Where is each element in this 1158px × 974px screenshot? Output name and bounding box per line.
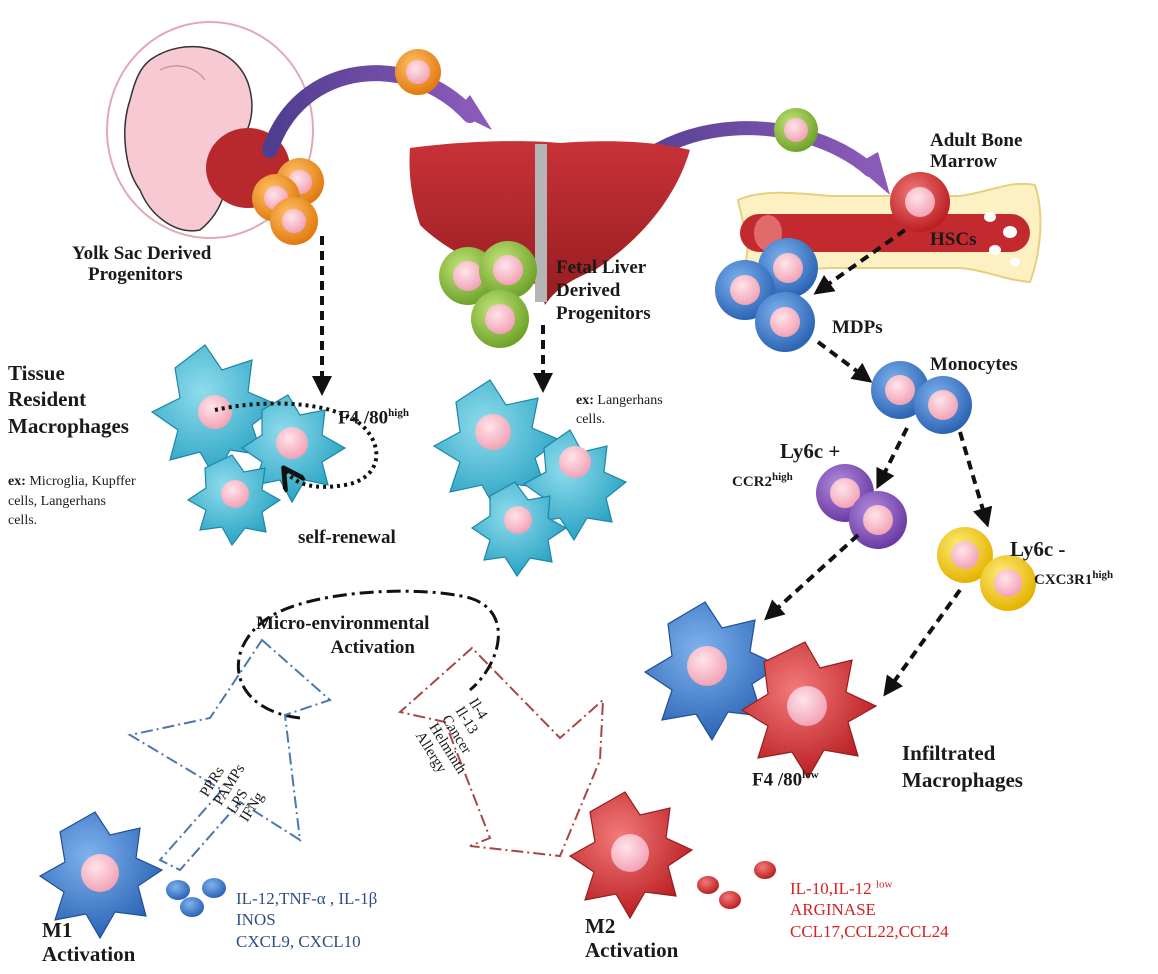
ccr2-high-label: CCR2high bbox=[732, 471, 793, 490]
f480-high-label: F4 /80high bbox=[338, 407, 409, 429]
ly6c-plus-label: Ly6c + bbox=[780, 439, 841, 463]
secreted-cytokines bbox=[166, 861, 776, 917]
monocytes-label: Monocytes bbox=[930, 354, 1018, 375]
f480-low-label: F4 /80low bbox=[752, 769, 819, 791]
cxc3r1-high-label: CXC3R1high bbox=[1034, 569, 1114, 588]
differentiation-arrows bbox=[312, 228, 993, 697]
m2-pathway-arrow bbox=[397, 646, 605, 858]
macrophage-cells bbox=[38, 344, 878, 940]
ly6c-minus-label: Ly6c - bbox=[1010, 537, 1066, 561]
micro-environment-ellipse bbox=[236, 589, 500, 720]
yolk-to-liver-arrow bbox=[262, 65, 478, 158]
m1-pathway-arrow bbox=[127, 638, 332, 872]
hscs-label: HSCs bbox=[930, 229, 977, 250]
self-renewal-label: self-renewal bbox=[298, 527, 396, 548]
progenitor-cells bbox=[252, 49, 1036, 611]
mdps-label: MDPs bbox=[832, 317, 883, 338]
embryo-illustration bbox=[106, 21, 314, 239]
